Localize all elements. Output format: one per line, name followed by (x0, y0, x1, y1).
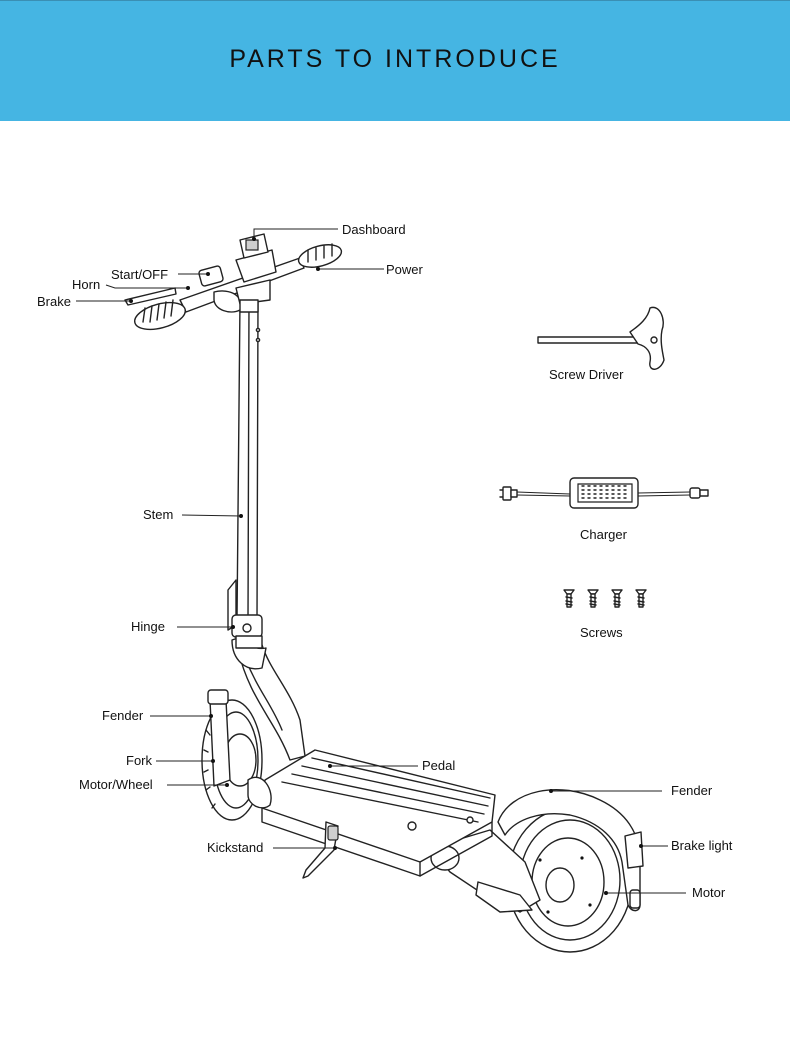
label-brake: Brake (37, 294, 71, 309)
label-power: Power (386, 262, 424, 277)
rear-swing-arm (429, 829, 541, 913)
charger-illustration (499, 477, 709, 509)
screw-2 (587, 589, 599, 608)
label-kickstand: Kickstand (207, 840, 263, 855)
down-tube (237, 644, 306, 761)
label-start-off: Start/OFF (111, 267, 168, 282)
label-screw-driver: Screw Driver (549, 367, 624, 382)
accessory-labels: Screw Driver Charger Screws (549, 367, 628, 640)
label-stem: Stem (143, 507, 173, 522)
label-screws: Screws (580, 625, 623, 640)
screw-4 (635, 589, 647, 608)
leader-lines (76, 228, 686, 895)
label-brake-light: Brake light (671, 838, 733, 853)
front-fork (209, 699, 231, 787)
screwdriver-illustration (537, 306, 665, 370)
part-labels: Dashboard Power Start/OFF Horn Brake Ste… (37, 222, 733, 900)
label-motor: Motor (692, 885, 726, 900)
label-charger: Charger (580, 527, 628, 542)
label-dashboard: Dashboard (342, 222, 406, 237)
handlebar (124, 233, 343, 331)
label-horn: Horn (72, 277, 100, 292)
header-banner: PARTS TO INTRODUCE (0, 0, 790, 121)
stem-tube (236, 299, 261, 621)
deck (261, 749, 496, 877)
page-title: PARTS TO INTRODUCE (229, 45, 561, 73)
scooter-illustration (124, 233, 644, 953)
screws-illustration (563, 589, 647, 608)
hinge-block (227, 579, 263, 649)
label-pedal: Pedal (422, 758, 455, 773)
label-fork: Fork (126, 753, 153, 768)
charger-vents (577, 483, 633, 503)
label-fender-rear: Fender (671, 783, 713, 798)
label-hinge: Hinge (131, 619, 165, 634)
label-motor-wheel: Motor/Wheel (79, 777, 153, 792)
screw-3 (611, 589, 623, 608)
screw-1 (563, 589, 575, 608)
label-fender-front: Fender (102, 708, 144, 723)
